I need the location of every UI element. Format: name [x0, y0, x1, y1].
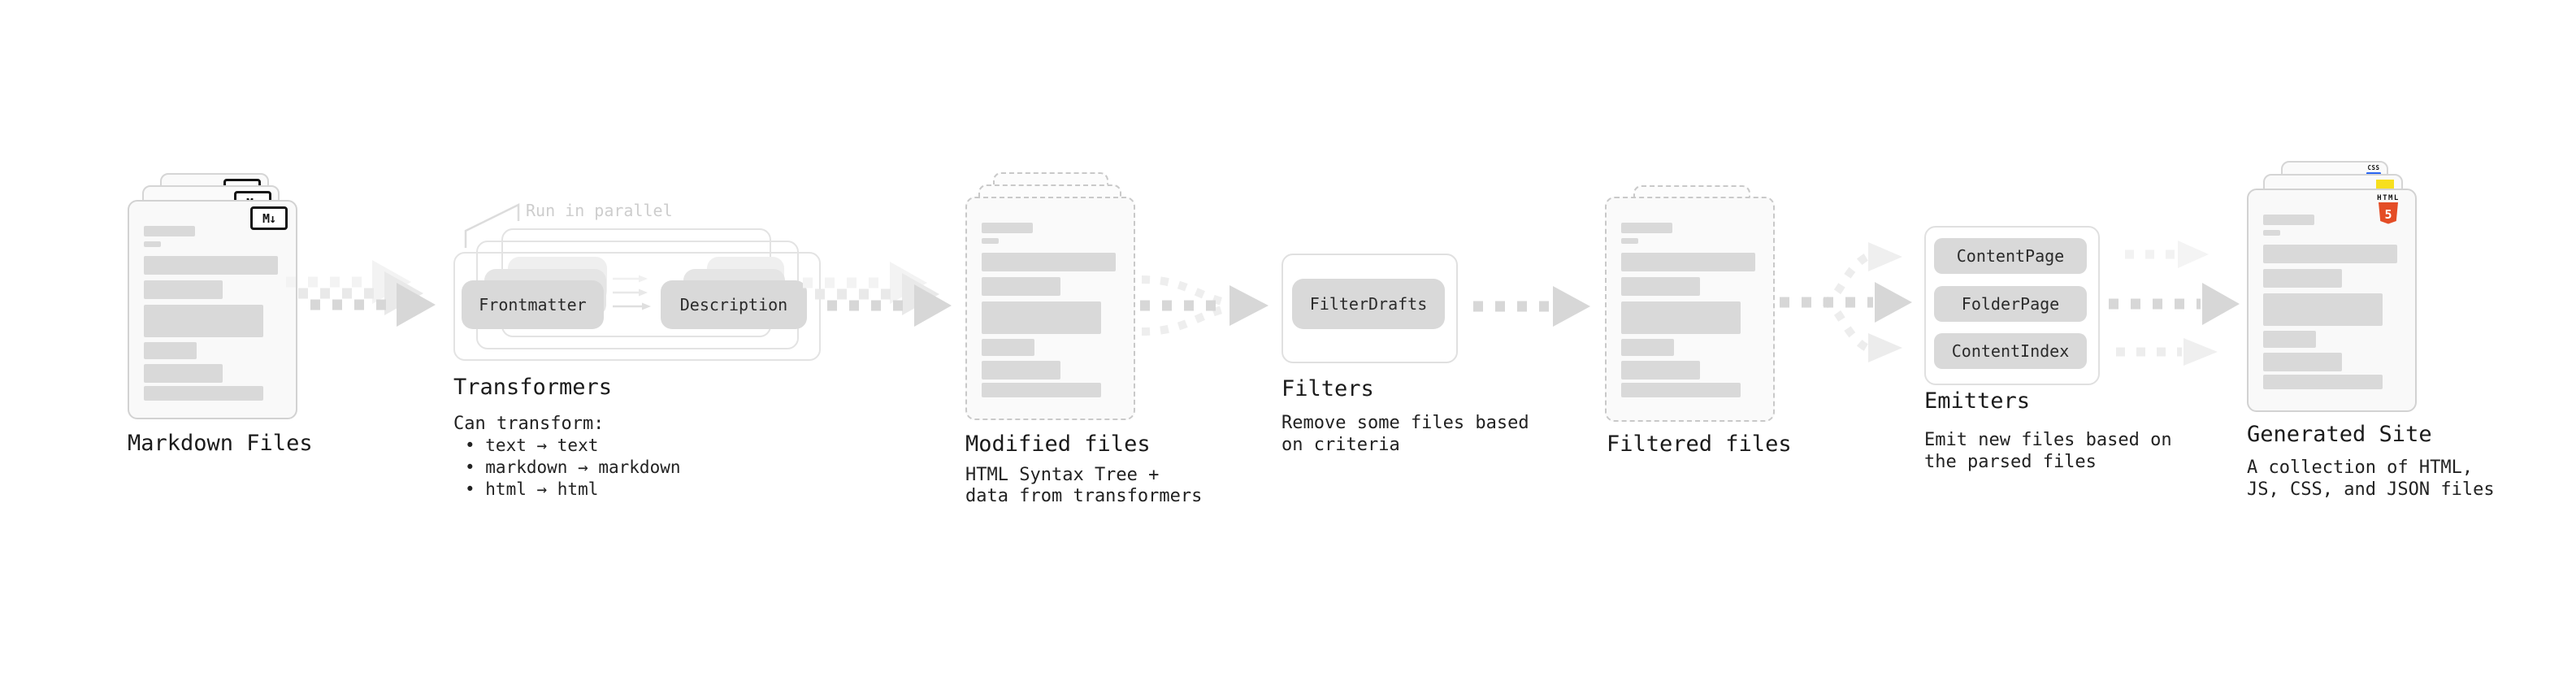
- doc-content-bar: [2263, 245, 2397, 263]
- doc-content-bar: [982, 223, 1033, 233]
- markdown-icon: M↓: [250, 206, 288, 230]
- doc-content-bar: [2263, 353, 2342, 371]
- emitter-pill-contentindex: ContentIndex: [1934, 333, 2087, 369]
- emitter-pill-folderpage: FolderPage: [1934, 286, 2087, 322]
- transformers-bullet: • text → text: [465, 436, 599, 455]
- markdown-files-label: Markdown Files: [128, 431, 313, 456]
- generated-site-label: Generated Site: [2247, 422, 2432, 447]
- doc-content-bar: [982, 383, 1101, 397]
- filtered-file-front: [1605, 197, 1775, 422]
- emitters-desc-line: Emit new files based on: [1924, 430, 2172, 450]
- flow-arrow-filters-to-filtered: [1473, 286, 1590, 327]
- doc-content-bar: [1621, 361, 1700, 380]
- doc-content-bar: [1621, 301, 1741, 334]
- emitter-pill-contentpage: ContentPage: [1934, 238, 2087, 274]
- doc-content-bar: [144, 226, 195, 236]
- flow-arrow-modified-to-filters: [1140, 275, 1268, 336]
- filter-pill-filterdrafts: FilterDrafts: [1292, 279, 1445, 329]
- markdown-file-front: M↓: [128, 200, 297, 419]
- doc-content-bar: [1621, 383, 1741, 397]
- filters-desc-line: on criteria: [1281, 435, 1400, 455]
- doc-content-bar: [2263, 215, 2314, 225]
- html5-icon: HTML 5: [2370, 194, 2407, 225]
- emitters-description: Emit new files based on the parsed files: [1924, 429, 2172, 473]
- doc-content-bar: [2263, 375, 2383, 389]
- flow-arrow-emitters-to-generated: [2109, 241, 2240, 366]
- transformers-bullet: • markdown → markdown: [465, 458, 681, 477]
- doc-content-bar: [982, 277, 1060, 296]
- transformer-pill-description: Description: [661, 280, 807, 329]
- transformer-pill-frontmatter: Frontmatter: [462, 280, 604, 329]
- transformers-desc-title: Can transform:: [453, 414, 605, 434]
- modified-files-description: HTML Syntax Tree + data from transformer…: [965, 465, 1202, 507]
- js-icon: [2376, 180, 2394, 189]
- doc-content-bar: [144, 280, 223, 299]
- html5-icon-word: HTML: [2377, 194, 2400, 202]
- doc-content-bar: [2263, 230, 2280, 236]
- doc-content-bar: [982, 361, 1060, 380]
- run-in-parallel-callout-line: [464, 202, 520, 248]
- generated-site-description: A collection of HTML, JS, CSS, and JSON …: [2247, 457, 2495, 501]
- filtered-files-stack: [1605, 185, 1776, 425]
- transformer-box-front: [453, 252, 821, 361]
- doc-content-bar: [982, 339, 1034, 356]
- modified-file-front: [965, 197, 1135, 420]
- doc-content-bar: [144, 241, 161, 247]
- doc-content-bar: [982, 238, 999, 244]
- doc-content-bar: [144, 342, 197, 359]
- modified-files-label: Modified files: [965, 432, 1151, 457]
- doc-content-bar: [144, 364, 223, 383]
- generated-desc-line: JS, CSS, and JSON files: [2247, 479, 2495, 500]
- svg-text:5: 5: [2384, 207, 2392, 222]
- emitters-desc-line: the parsed files: [1924, 452, 2097, 472]
- filters-desc-line: Remove some files based: [1281, 413, 1529, 433]
- generated-desc-line: A collection of HTML,: [2247, 458, 2474, 478]
- doc-content-bar: [1621, 223, 1672, 233]
- doc-content-bar: [2263, 293, 2383, 326]
- doc-content-bar: [2263, 331, 2316, 348]
- doc-content-bar: [982, 301, 1101, 334]
- filters-description: Remove some files based on criteria: [1281, 412, 1529, 456]
- generated-site-stack: CSS HTML 5: [2247, 161, 2418, 413]
- markdown-files-stack: M↓ M↓ M↓: [128, 173, 298, 419]
- filters-label: Filters: [1281, 376, 1374, 401]
- doc-content-bar: [1621, 277, 1700, 296]
- transformer-inner-arrows: [613, 275, 651, 310]
- generated-html-front: HTML 5: [2247, 189, 2417, 412]
- flow-arrow-filtered-to-emitters: [1780, 242, 1912, 362]
- transformers-label: Transformers: [453, 375, 613, 400]
- modified-desc-line: HTML Syntax Tree +: [965, 465, 1160, 485]
- modified-files-stack: [965, 172, 1136, 424]
- transformers-bullet: • html → html: [465, 479, 599, 499]
- transformers-description: Can transform: • text → text • markdown …: [453, 413, 681, 501]
- doc-content-bar: [1621, 238, 1638, 244]
- doc-content-bar: [1621, 339, 1674, 356]
- html5-shield: 5: [2379, 202, 2398, 224]
- modified-desc-line: data from transformers: [965, 486, 1203, 506]
- doc-content-bar: [144, 386, 263, 401]
- doc-content-bar: [1621, 253, 1755, 271]
- emitters-label: Emitters: [1924, 388, 2031, 414]
- doc-content-bar: [2263, 269, 2342, 288]
- doc-content-bar: [982, 253, 1116, 271]
- doc-content-bar: [144, 256, 278, 275]
- doc-content-bar: [144, 305, 263, 337]
- filtered-files-label: Filtered files: [1607, 432, 1792, 457]
- flow-arrow-transformers-to-modified: [803, 262, 952, 327]
- run-in-parallel-note: Run in parallel: [526, 201, 673, 220]
- flow-arrow-markdown-to-transformers: [286, 260, 436, 327]
- css-icon-word: CSS: [2367, 164, 2380, 171]
